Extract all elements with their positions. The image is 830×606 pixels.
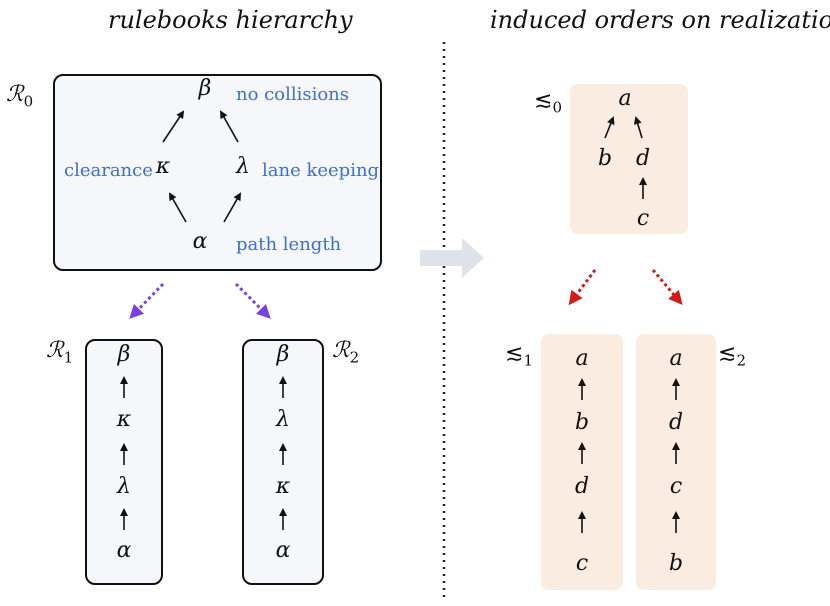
rulebook-r0-box — [53, 74, 382, 271]
order-0-node-top: a — [618, 86, 632, 111]
order-1-chain-item-2: b — [574, 410, 590, 435]
order-2-label: ≲2 — [718, 341, 746, 370]
right-title: induced orders on realizations — [490, 6, 830, 34]
rulebook-r0-label: ℛ0 — [6, 82, 34, 111]
rule-alpha-label: path length — [236, 234, 342, 255]
arrow-r0-to-r1 — [129, 282, 165, 319]
order-0-box — [570, 84, 688, 234]
rulebook-r2-label: ℛ2 — [332, 338, 360, 367]
order-0-node-bottom: c — [636, 206, 650, 231]
arrow-o0-d-to-a — [633, 116, 643, 139]
rule-lambda-symbol: λ — [236, 154, 250, 179]
r2-chain-item-4: α — [275, 538, 291, 563]
left-title: rulebooks hierarchy — [108, 6, 353, 34]
arrow-o0-b-to-a — [604, 116, 615, 139]
r2-chain-item-3: κ — [275, 474, 291, 499]
r1-chain-item-2: κ — [116, 407, 132, 432]
transition-arrow — [420, 238, 484, 278]
r2-chain-item-2: λ — [276, 407, 290, 432]
order-1-chain-item-4: c — [575, 551, 589, 576]
order-2-chain-item-2: d — [668, 410, 684, 435]
rulebook-r1-label: ℛ1 — [46, 338, 74, 367]
order-0-node-right: d — [635, 146, 651, 171]
order-2-chain-item-3: c — [669, 474, 683, 499]
rule-alpha-symbol: α — [192, 229, 208, 254]
arrow-o0-to-o2 — [651, 269, 683, 306]
rule-beta-label: no collisions — [236, 84, 350, 105]
order-0-label: ≲0 — [534, 88, 562, 117]
order-2-chain-item-4: b — [668, 551, 684, 576]
arrow-lambda-to-beta — [220, 110, 239, 143]
order-1-label: ≲1 — [505, 341, 533, 370]
rule-kappa-label: clearance — [64, 160, 153, 181]
r1-chain-item-1: β — [117, 342, 131, 367]
r2-chain-item-1: β — [276, 342, 290, 367]
rule-beta-symbol: β — [198, 76, 212, 101]
r1-chain-item-4: α — [116, 538, 132, 563]
order-0-node-left: b — [597, 146, 613, 171]
arrow-r0-to-r2 — [234, 282, 271, 319]
arrow-o0-to-o1 — [568, 269, 597, 306]
order-2-chain-item-1: a — [669, 346, 683, 371]
rule-kappa-symbol: κ — [155, 154, 171, 179]
r1-chain-item-3: λ — [117, 474, 131, 499]
arrow-kappa-to-beta — [162, 110, 185, 143]
arrow-alpha-to-kappa — [169, 192, 187, 223]
order-1-chain-item-1: a — [575, 346, 589, 371]
order-1-chain-item-3: d — [574, 474, 590, 499]
rule-lambda-label: lane keeping — [262, 160, 380, 181]
arrow-alpha-to-lambda — [223, 192, 241, 223]
